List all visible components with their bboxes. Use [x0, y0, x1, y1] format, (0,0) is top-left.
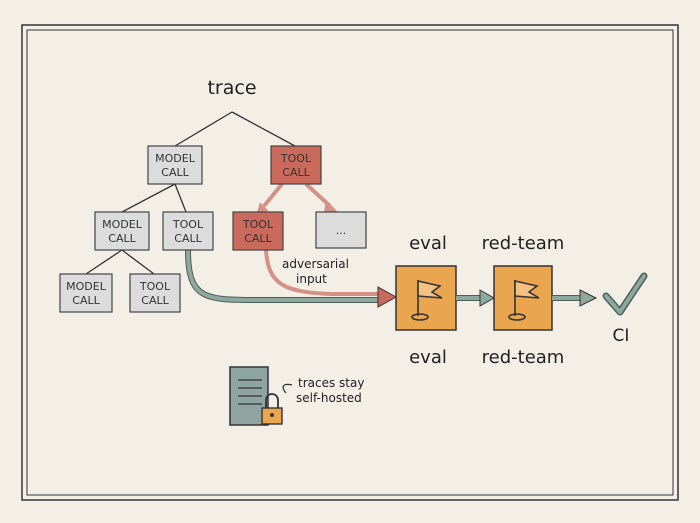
ci-label: CI: [613, 326, 630, 346]
svg-text:TOOL: TOOL: [139, 280, 171, 293]
redteam-label-bottom: red-team: [482, 347, 565, 368]
node-tool-call-c: TOOL CALL: [232, 211, 284, 251]
server-label-line-1: traces stay: [298, 376, 364, 390]
red-arrowhead-right: [324, 200, 338, 212]
node-ellipsis: ...: [315, 211, 367, 249]
node-line-2: CALL: [161, 166, 189, 179]
svg-text:CALL: CALL: [174, 232, 202, 245]
flag-icon: [508, 279, 540, 321]
svg-text:MODEL: MODEL: [102, 218, 143, 231]
arrowhead-eval-redteam: [479, 289, 496, 307]
eval-label-top: eval: [409, 233, 447, 254]
adversarial-label-line-2: input: [296, 272, 327, 286]
svg-text:CALL: CALL: [108, 232, 136, 245]
flow-arrowhead: [377, 286, 398, 308]
trace-label: trace: [207, 77, 256, 99]
node-line-1: MODEL: [155, 152, 196, 165]
flag-icon: [411, 279, 443, 321]
tree-connectors: [85, 111, 296, 275]
node-tool-call-d: TOOL CALL: [129, 273, 181, 313]
red-branch-arrows: [262, 182, 332, 208]
redteam-box: [493, 265, 553, 331]
svg-text:MODEL: MODEL: [66, 280, 107, 293]
node-model-call-a: MODEL CALL: [147, 145, 203, 185]
red-flow-path: [264, 249, 380, 296]
node-model-call-c: MODEL CALL: [59, 273, 113, 313]
svg-text:TOOL: TOOL: [280, 152, 312, 165]
teal-flow-path: [186, 249, 380, 302]
node-tool-call-a: TOOL CALL: [270, 145, 322, 185]
eval-label-bottom: eval: [409, 347, 447, 368]
adversarial-label-line-1: adversarial: [282, 257, 349, 271]
node-model-call-b: MODEL CALL: [94, 211, 150, 251]
eval-box: [395, 265, 457, 331]
redteam-label-top: red-team: [482, 233, 565, 254]
svg-text:CALL: CALL: [141, 294, 169, 307]
node-tool-call-b: TOOL CALL: [162, 211, 214, 251]
server-callout-line: [282, 383, 293, 394]
red-arrowhead-left: [256, 202, 269, 213]
inner-frame: [26, 29, 674, 496]
svg-text:CALL: CALL: [72, 294, 100, 307]
svg-text:TOOL: TOOL: [172, 218, 204, 231]
svg-text:CALL: CALL: [244, 232, 272, 245]
outer-frame: [21, 24, 679, 501]
svg-text:CALL: CALL: [282, 166, 310, 179]
padlock-icon: [261, 393, 283, 425]
server-label-line-2: self-hosted: [296, 391, 362, 405]
svg-text:TOOL: TOOL: [242, 218, 274, 231]
ellipsis-text: ...: [336, 224, 347, 237]
arrowhead-redteam-ci: [579, 289, 598, 307]
